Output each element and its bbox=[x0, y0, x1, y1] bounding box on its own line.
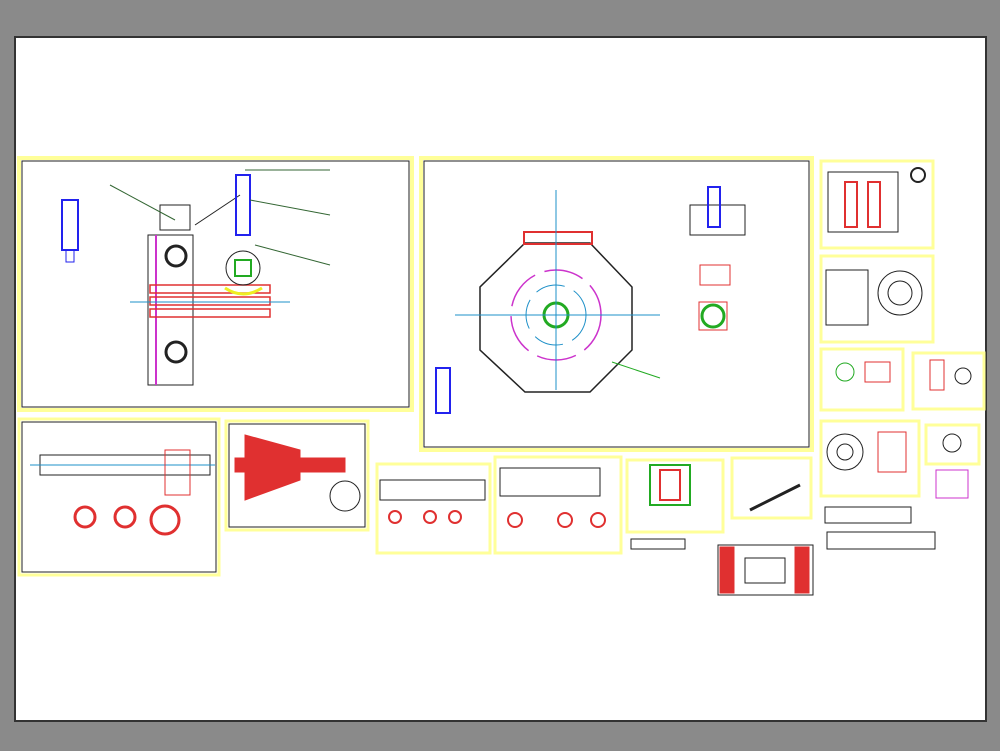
panel-top-view bbox=[419, 156, 814, 452]
panel-details-right bbox=[819, 159, 986, 550]
panel-front-view bbox=[17, 156, 414, 412]
panel-frame-assembly bbox=[717, 544, 814, 596]
panel-shaft-details bbox=[17, 417, 813, 577]
drawing-sheet bbox=[14, 36, 987, 722]
